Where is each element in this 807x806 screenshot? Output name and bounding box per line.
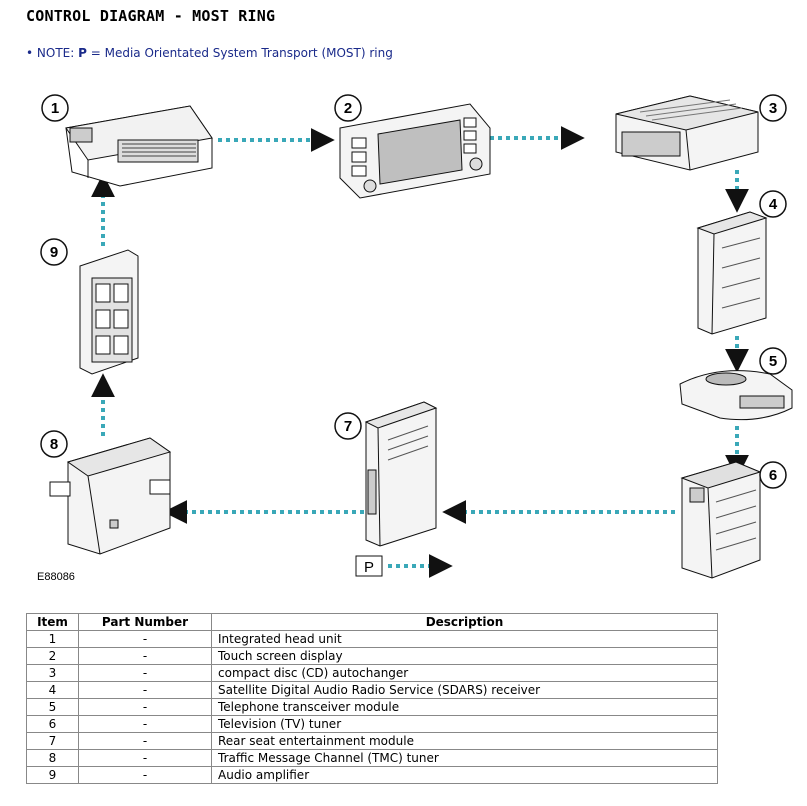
note-term: P (78, 46, 87, 60)
cell-item: 2 (26, 647, 79, 665)
figure-id: E88086 (37, 571, 75, 583)
table-row: 7-Rear seat entertainment module (26, 732, 718, 750)
cell-part-number: - (78, 749, 212, 767)
callout-2: 2 (334, 94, 362, 122)
parts-table: Item Part Number Description 1-Integrate… (26, 613, 718, 784)
table-row: 1-Integrated head unit (26, 630, 718, 648)
table-row: 6-Television (TV) tuner (26, 715, 718, 733)
callout-3: 3 (759, 94, 787, 122)
table-row: 8-Traffic Message Channel (TMC) tuner (26, 749, 718, 767)
svg-text:6: 6 (769, 467, 777, 484)
component-cd-autochanger (615, 95, 759, 171)
cell-description: Touch screen display (211, 647, 718, 665)
cell-part-number: - (78, 715, 212, 733)
svg-text:9: 9 (50, 244, 58, 261)
cell-part-number: - (78, 732, 212, 750)
note-label: NOTE: (36, 46, 75, 60)
note-bullet: • (26, 46, 34, 60)
callout-7: 7 (334, 412, 362, 440)
header-description: Description (211, 613, 718, 631)
cell-part-number: - (78, 681, 212, 699)
svg-text:2: 2 (344, 100, 352, 117)
svg-text:7: 7 (344, 418, 352, 435)
component-tv-tuner (680, 461, 762, 579)
component-telephone-transceiver (679, 370, 793, 421)
callouts: 1 2 3 4 5 6 7 8 9 (40, 94, 787, 489)
component-tmc-tuner (49, 437, 172, 555)
component-audio-amplifier (79, 249, 139, 375)
cell-description: compact disc (CD) autochanger (211, 664, 718, 682)
callout-1: 1 (41, 94, 69, 122)
cell-part-number: - (78, 664, 212, 682)
component-sdars-receiver (696, 211, 768, 335)
cell-description: Integrated head unit (211, 630, 718, 648)
note-text: = Media Orientated System Transport (MOS… (90, 46, 393, 60)
callout-8: 8 (40, 430, 68, 458)
cell-description: Traffic Message Channel (TMC) tuner (211, 749, 718, 767)
cell-part-number: - (78, 698, 212, 716)
cell-description: Telephone transceiver module (211, 698, 718, 716)
table-row: 9-Audio amplifier (26, 766, 718, 784)
cell-item: 3 (26, 664, 79, 682)
table-header-row: Item Part Number Description (26, 613, 718, 631)
note: • NOTE: P = Media Orientated System Tran… (26, 46, 393, 60)
ring-arrows (91, 126, 749, 578)
cell-description: Satellite Digital Audio Radio Service (S… (211, 681, 718, 699)
svg-text:3: 3 (769, 100, 777, 117)
cell-description: Television (TV) tuner (211, 715, 718, 733)
svg-text:1: 1 (51, 100, 59, 117)
page-title: CONTROL DIAGRAM - MOST RING (26, 7, 276, 25)
header-item: Item (26, 613, 79, 631)
table-row: 3-compact disc (CD) autochanger (26, 664, 718, 682)
table-row: 4-Satellite Digital Audio Radio Service … (26, 681, 718, 699)
component-integrated-head-unit (65, 105, 213, 187)
callout-5: 5 (759, 347, 787, 375)
cell-part-number: - (78, 766, 212, 784)
header-part-number: Part Number (78, 613, 212, 631)
component-rear-seat-entertainment (364, 401, 438, 547)
cell-part-number: - (78, 647, 212, 665)
cell-item: 6 (26, 715, 79, 733)
cell-item: 4 (26, 681, 79, 699)
svg-text:4: 4 (769, 196, 778, 213)
svg-text:8: 8 (50, 436, 58, 453)
cell-description: Audio amplifier (211, 766, 718, 784)
cell-part-number: - (78, 630, 212, 648)
svg-text:5: 5 (769, 353, 777, 370)
most-ring-diagram: 1 2 3 4 5 6 7 8 9 P (40, 94, 793, 579)
cell-item: 5 (26, 698, 79, 716)
cell-description: Rear seat entertainment module (211, 732, 718, 750)
component-touch-screen-display (339, 103, 491, 199)
callout-6: 6 (759, 461, 787, 489)
table-row: 2-Touch screen display (26, 647, 718, 665)
callout-4: 4 (759, 190, 787, 218)
cell-item: 8 (26, 749, 79, 767)
cell-item: 7 (26, 732, 79, 750)
cell-item: 1 (26, 630, 79, 648)
callout-9: 9 (40, 238, 68, 266)
most-p-box: P (355, 555, 383, 577)
table-row: 5-Telephone transceiver module (26, 698, 718, 716)
cell-item: 9 (26, 766, 79, 784)
svg-text:P: P (364, 559, 374, 576)
